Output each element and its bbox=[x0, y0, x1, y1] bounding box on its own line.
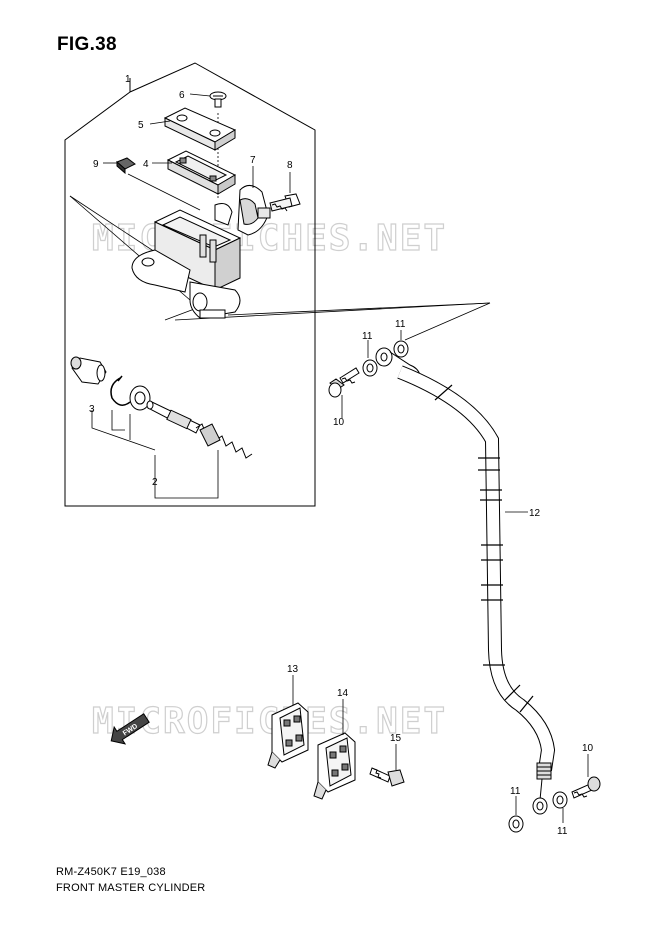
circlip-part bbox=[110, 375, 131, 406]
washer-part bbox=[129, 385, 151, 411]
bolt-part-15 bbox=[369, 767, 405, 787]
pad-plate-part-13 bbox=[267, 702, 309, 769]
callout-10-upper: 10 bbox=[333, 417, 345, 428]
float-part-9 bbox=[116, 157, 136, 175]
callout-15: 15 bbox=[390, 733, 402, 744]
callout-6: 6 bbox=[179, 90, 185, 101]
piston-part-2 bbox=[146, 400, 253, 459]
banjo-bolt-part-10-upper bbox=[328, 367, 360, 398]
callout-7: 7 bbox=[250, 155, 256, 166]
washer-part-11-upper bbox=[362, 340, 409, 377]
callout-5: 5 bbox=[138, 120, 144, 131]
callout-10-lower: 10 bbox=[582, 743, 594, 754]
model-code: RM-Z450K7 E19_038 bbox=[56, 866, 166, 878]
bolt-part-8 bbox=[269, 193, 301, 212]
cap-part-5 bbox=[163, 107, 237, 151]
boot-part-3 bbox=[70, 356, 107, 385]
callout-11-upper-left: 11 bbox=[362, 331, 373, 342]
callout-13: 13 bbox=[287, 664, 299, 675]
callout-leaders bbox=[103, 93, 589, 823]
part-2-bracket bbox=[91, 410, 219, 499]
callout-4: 4 bbox=[143, 159, 149, 170]
washer-part-11-lower bbox=[508, 791, 568, 833]
banjo-bolt-part-10-lower bbox=[571, 776, 601, 799]
brake-hose-part-12 bbox=[397, 365, 556, 772]
callout-2: 2 bbox=[152, 477, 158, 488]
watermark-bottom: MICROFICHES.NET bbox=[92, 701, 447, 742]
assembly-box bbox=[64, 62, 316, 507]
hose-fitting-upper bbox=[375, 347, 421, 376]
callout-12: 12 bbox=[529, 508, 541, 519]
callout-1: 1 bbox=[125, 74, 131, 85]
pad-plate-part-14 bbox=[313, 732, 356, 800]
callout-8: 8 bbox=[287, 160, 293, 171]
diagram-caption: FRONT MASTER CYLINDER bbox=[56, 882, 206, 894]
hose-fitting-lower bbox=[532, 762, 552, 815]
clamp-part-7 bbox=[237, 185, 271, 236]
master-cylinder-body bbox=[131, 203, 242, 319]
figure-title: FIG.38 bbox=[57, 34, 117, 55]
diaphragm-part-4 bbox=[166, 150, 237, 195]
callout-11-lower-right: 11 bbox=[557, 826, 568, 837]
callout-11-upper-right: 11 bbox=[395, 319, 406, 330]
callout-14: 14 bbox=[337, 688, 349, 699]
callout-9: 9 bbox=[93, 159, 99, 170]
screw-part-6 bbox=[209, 91, 227, 108]
callout-3: 3 bbox=[89, 404, 95, 415]
callout-11-lower-left: 11 bbox=[510, 786, 521, 797]
